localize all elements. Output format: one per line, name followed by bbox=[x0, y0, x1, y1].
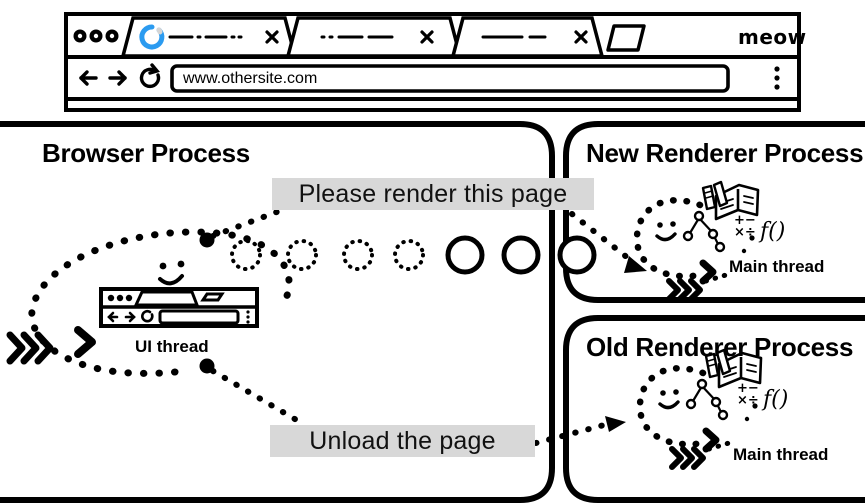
browser-brand-label: meow bbox=[738, 25, 807, 49]
task-active-2 bbox=[501, 235, 541, 275]
tab-1-close-icon[interactable] bbox=[265, 30, 279, 44]
address-bar-value[interactable]: www.othersite.com bbox=[183, 70, 318, 87]
page-title-old-renderer: Old Renderer Process bbox=[586, 332, 854, 362]
task-active-3 bbox=[557, 235, 597, 275]
browser-process-panel bbox=[0, 121, 555, 503]
new-renderer-thread-label: Main thread bbox=[729, 257, 825, 276]
svg-text:+−: +− bbox=[737, 381, 759, 396]
tab-2[interactable] bbox=[285, 16, 463, 58]
task-queue bbox=[230, 235, 597, 275]
task-pending-4 bbox=[393, 239, 425, 271]
render-message-badge: Please render this page bbox=[272, 178, 594, 210]
kebab-menu-icon[interactable] bbox=[774, 66, 780, 90]
unload-message-badge: Unload the page bbox=[270, 425, 535, 457]
tab-1-spinner-icon bbox=[139, 24, 165, 50]
window-controls[interactable] bbox=[73, 29, 119, 43]
render-message-arrow bbox=[569, 211, 636, 265]
tab-3[interactable] bbox=[450, 16, 605, 58]
nav-forward-icon[interactable] bbox=[108, 70, 127, 86]
ui-thread-chevrons-icon bbox=[6, 331, 54, 365]
render-message-leader bbox=[210, 207, 285, 239]
old-renderer-panel bbox=[563, 315, 865, 503]
ui-thread-loop-arrow-icon bbox=[74, 326, 96, 358]
new-tab-icon[interactable] bbox=[606, 24, 646, 52]
ui-thread-face-icon bbox=[158, 260, 185, 286]
svg-text:f(): f() bbox=[758, 219, 785, 244]
browser-window-icon bbox=[99, 287, 259, 328]
svg-text:+−: +− bbox=[734, 213, 756, 228]
unload-arrow-head-icon bbox=[605, 416, 626, 432]
render-arrow-head-icon bbox=[624, 256, 647, 273]
new-renderer-thread-graphic: +−×÷ f() bbox=[633, 180, 785, 302]
unload-message-leader bbox=[210, 368, 308, 428]
old-renderer-thread-graphic: +−×÷ f() bbox=[636, 348, 788, 470]
task-active-1 bbox=[445, 235, 485, 275]
tab-1[interactable] bbox=[120, 16, 298, 58]
nav-reload-icon[interactable] bbox=[139, 63, 161, 89]
tab-3-close-icon[interactable] bbox=[574, 30, 588, 44]
ui-thread-loop bbox=[28, 228, 293, 377]
nav-back-icon[interactable] bbox=[79, 70, 98, 86]
address-bar[interactable] bbox=[170, 64, 730, 93]
ui-thread-label: UI thread bbox=[135, 337, 209, 356]
page-title-browser-process: Browser Process bbox=[42, 138, 250, 168]
old-renderer-thread-label: Main thread bbox=[733, 445, 829, 464]
task-pending-1 bbox=[230, 239, 262, 271]
task-pending-3 bbox=[342, 239, 374, 271]
page-title-new-renderer: New Renderer Process bbox=[586, 138, 864, 168]
task-pending-2 bbox=[286, 239, 318, 271]
svg-text:f(): f() bbox=[761, 387, 788, 412]
unload-message-arrow bbox=[533, 421, 611, 446]
tab-2-close-icon[interactable] bbox=[420, 30, 434, 44]
